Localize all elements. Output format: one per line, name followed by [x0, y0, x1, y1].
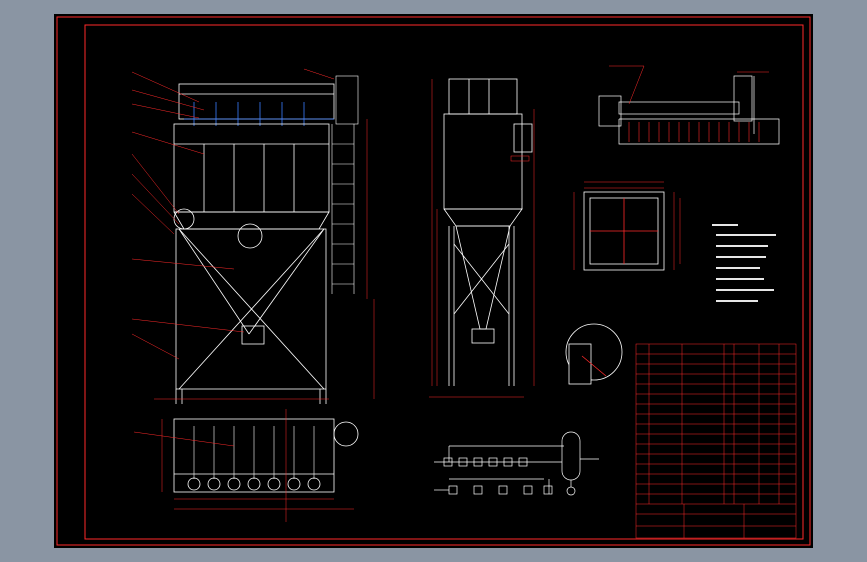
front-view-leaders	[131, 68, 375, 400]
inner-frame	[84, 24, 804, 540]
top-right-detail	[598, 75, 780, 145]
title-block	[635, 343, 797, 539]
drawing-sheet	[54, 14, 813, 548]
outer-frame	[56, 16, 811, 546]
plan-view	[133, 409, 359, 522]
cad-drawing	[56, 16, 811, 546]
side-view	[443, 78, 533, 386]
technical-notes	[712, 224, 776, 302]
round-detail	[565, 323, 623, 385]
pipe-schematic	[434, 431, 599, 496]
side-view-dimensions	[429, 79, 535, 398]
flange-plate	[573, 181, 681, 271]
front-view	[173, 75, 359, 404]
